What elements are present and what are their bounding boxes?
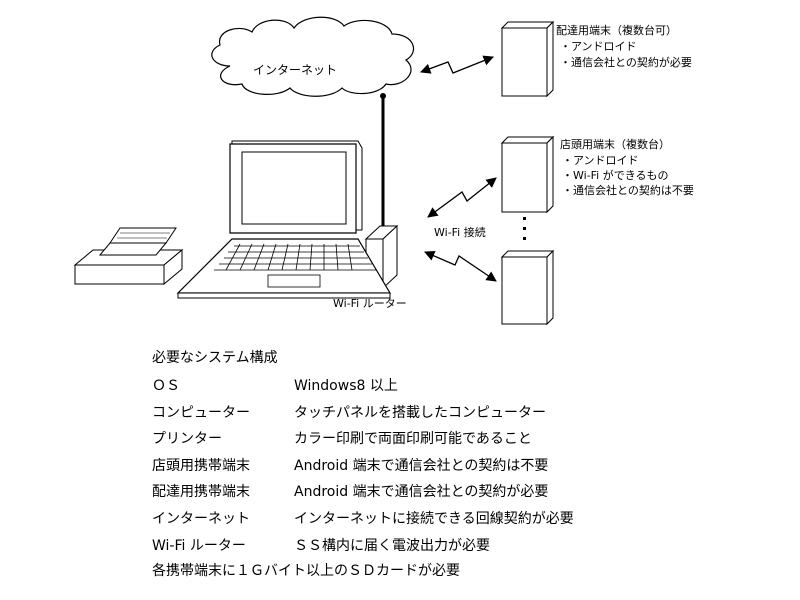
wireless-signal-icon xyxy=(420,55,494,74)
cloud-icon xyxy=(211,16,415,97)
store-terminal-bullet: ・Wi-Fi ができるもの xyxy=(562,168,669,182)
requirement-value: Android 端末で通信会社との契約は不要 xyxy=(294,457,549,474)
requirement-value: Windows8 以上 xyxy=(294,378,398,394)
requirement-key: プリンター xyxy=(152,431,222,448)
requirement-row: 店頭用携帯端末 Android 端末で通信会社との契約は不要 xyxy=(152,453,772,480)
requirement-key: インターネット xyxy=(152,510,250,527)
requirement-key: Wi-Fi ルーター xyxy=(152,537,246,554)
requirement-row: プリンター カラー印刷で両面印刷可能であること xyxy=(152,426,772,453)
wifi-connection-label: Wi-Fi 接続 xyxy=(434,225,486,239)
requirement-key: ＯＳ xyxy=(152,378,180,394)
delivery-terminal-bullet: ・通信会社との契約が必要 xyxy=(560,55,692,69)
phone-icon xyxy=(500,135,555,214)
more-devices-dots xyxy=(523,217,526,240)
requirement-value: インターネットに接続できる回線契約が必要 xyxy=(294,510,574,527)
internet-label: インターネット xyxy=(253,63,337,77)
requirement-row: 配達用携帯端末 Android 端末で通信会社との契約が必要 xyxy=(152,479,772,506)
requirement-key: 配達用携帯端末 xyxy=(152,484,250,501)
store-terminal-bullet: ・アンドロイド xyxy=(562,154,639,167)
requirement-row: ＯＳ Windows8 以上 xyxy=(152,373,772,400)
delivery-terminal-title: 配達用端末（複数台可） xyxy=(556,23,677,37)
requirement-key: コンピューター xyxy=(152,404,250,421)
phone-icon xyxy=(500,249,555,326)
store-terminal-bullet: ・通信会社との契約は不要 xyxy=(562,183,694,197)
delivery-terminal-bullet: ・アンドロイド xyxy=(560,40,637,53)
printer-icon xyxy=(73,227,184,286)
requirement-value: タッチパネルを搭載したコンピューター xyxy=(294,404,546,421)
requirement-key: 店頭用携帯端末 xyxy=(152,457,250,474)
cable-connector xyxy=(380,93,386,99)
requirement-row: インターネット インターネットに接続できる回線契約が必要 xyxy=(152,506,772,533)
requirement-value: カラー印刷で両面印刷可能であること xyxy=(294,431,532,448)
phone-icon xyxy=(500,20,555,98)
laptop-icon xyxy=(176,140,392,299)
requirement-value: Android 端末で通信会社との契約が必要 xyxy=(294,484,549,501)
requirement-row: コンピューター タッチパネルを搭載したコンピューター xyxy=(152,400,772,427)
requirements-section: 必要なシステム構成 ＯＳ Windows8 以上 コンピューター タッチパネルを… xyxy=(152,346,772,583)
requirement-value: ＳＳ構内に届く電波出力が必要 xyxy=(294,537,490,554)
requirements-note: 各携帯端末に１Ｇバイト以上のＳＤカードが必要 xyxy=(152,563,460,580)
store-terminal-title: 店頭用端末（複数台） xyxy=(560,137,670,151)
requirements-title: 必要なシステム構成 xyxy=(152,350,278,366)
router-label: Wi-Fi ルーター xyxy=(333,297,407,310)
wireless-signal-icon xyxy=(424,250,497,282)
requirement-row: Wi-Fi ルーター ＳＳ構内に届く電波出力が必要 xyxy=(152,533,772,560)
wireless-signal-icon xyxy=(427,177,497,218)
